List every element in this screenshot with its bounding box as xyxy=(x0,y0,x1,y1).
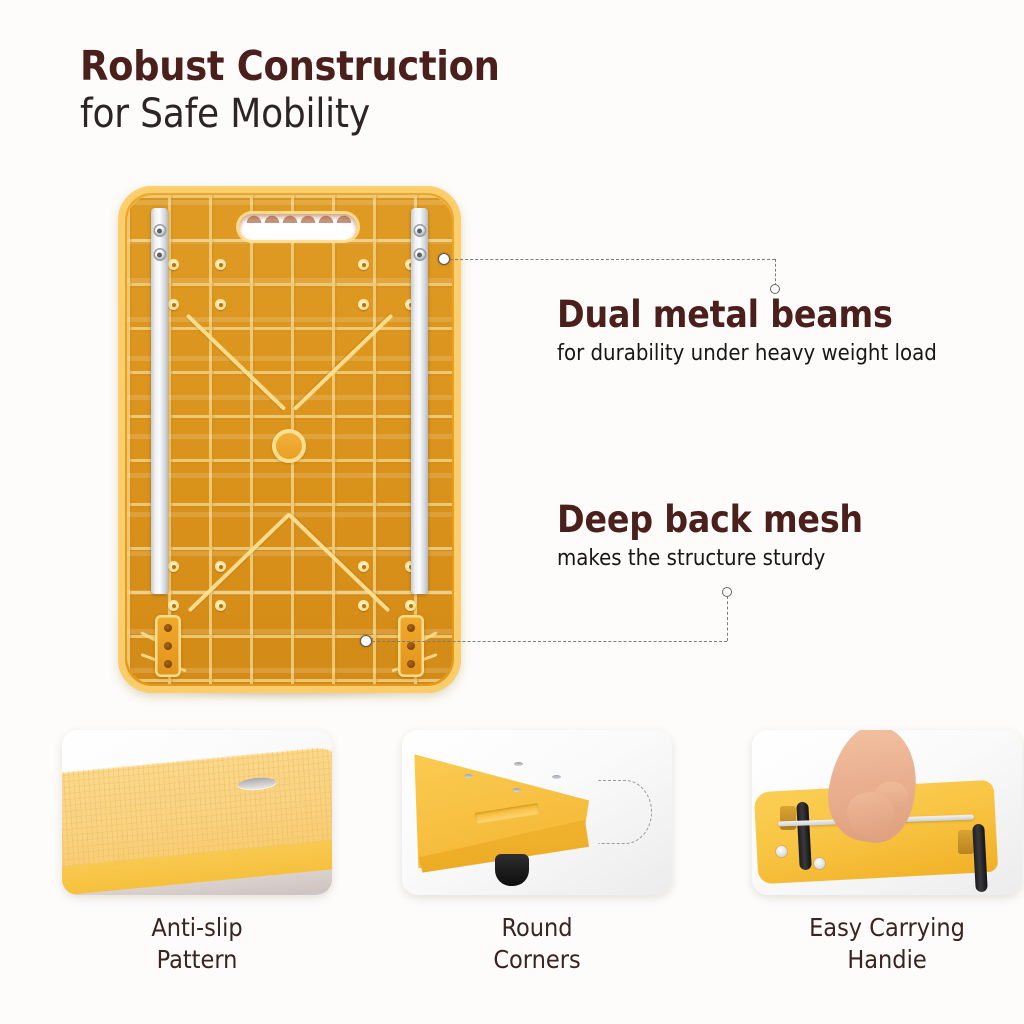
mesh-rivet xyxy=(358,299,369,310)
product-table-underside xyxy=(118,186,461,698)
mesh-rivet xyxy=(405,299,416,310)
table-stud xyxy=(776,846,787,857)
mesh-rivet xyxy=(405,259,416,270)
corner-screw xyxy=(552,775,561,779)
feature-card-row: Anti-slip Pattern Round Corners xyxy=(0,730,1024,1000)
hinge-bolt xyxy=(164,660,172,668)
mesh-rivet xyxy=(358,561,369,572)
table-frame xyxy=(118,186,461,693)
leg-bracket-right xyxy=(958,830,974,854)
card-label-line-1: Easy Carrying xyxy=(809,913,965,942)
mesh-rivet xyxy=(358,259,369,270)
metal-beam-left xyxy=(151,208,168,594)
mesh-rivet xyxy=(215,561,226,572)
feature-dual-metal-beams: Dual metal beams for durability under he… xyxy=(557,293,937,367)
headline-line-1: Robust Construction xyxy=(80,42,500,90)
beam-screw xyxy=(153,224,166,237)
table-stud xyxy=(814,858,825,869)
hinge-bolt xyxy=(164,642,172,650)
table-leg-foot xyxy=(495,854,529,886)
mesh-rivet xyxy=(168,600,179,611)
card-label-line-1: Round xyxy=(501,913,573,942)
leg-hinge-bracket-right xyxy=(398,615,424,677)
feature-card-round-corners[interactable] xyxy=(402,730,672,895)
leader-line-mesh-vertical xyxy=(727,596,728,641)
card-label-round-corners: Round Corners xyxy=(402,912,672,976)
card-label-line-2: Handie xyxy=(847,945,927,974)
corner-screw xyxy=(514,762,523,766)
hinge-bolt xyxy=(164,624,172,632)
headline-line-2: for Safe Mobility xyxy=(80,91,370,138)
dashed-arc-icon xyxy=(598,780,652,844)
leg-hinge-bracket-left xyxy=(155,615,181,677)
mesh-rivet xyxy=(215,299,226,310)
feature-subtitle: makes the structure sturdy xyxy=(557,545,826,571)
leader-line-beams-horizontal xyxy=(450,259,775,260)
card-label-carrying-handle: Easy Carrying Handie xyxy=(752,912,1022,976)
feature-subtitle: for durability under heavy weight load xyxy=(557,340,937,366)
mesh-rivet xyxy=(215,600,226,611)
back-mesh-panel xyxy=(127,195,452,684)
corner-screw xyxy=(464,774,473,778)
leader-dot-beams xyxy=(438,253,450,265)
leader-ring-mesh xyxy=(722,587,732,597)
carry-handle-cutout xyxy=(239,214,357,240)
leader-line-beams-vertical xyxy=(775,259,776,286)
card-label-line-1: Anti-slip xyxy=(151,913,243,942)
leader-dot-mesh xyxy=(360,635,372,647)
feature-title: Deep back mesh xyxy=(557,498,863,541)
corner-screw xyxy=(512,788,521,792)
beam-screw xyxy=(153,248,166,261)
handle-grip-scallops xyxy=(245,214,351,223)
hinge-bolt xyxy=(407,642,415,650)
mesh-rivet xyxy=(168,299,179,310)
beam-screw xyxy=(413,224,426,237)
mesh-rivet xyxy=(405,600,416,611)
metal-beam-right xyxy=(411,208,428,594)
feature-deep-back-mesh: Deep back mesh makes the structure sturd… xyxy=(557,498,863,572)
leg-bracket-left xyxy=(780,806,796,830)
mesh-rivet xyxy=(168,561,179,572)
leader-line-mesh-horizontal xyxy=(372,641,727,642)
card-label-anti-slip: Anti-slip Pattern xyxy=(62,912,332,976)
feature-card-anti-slip[interactable] xyxy=(62,730,332,895)
page-title: Robust Construction for Safe Mobility xyxy=(80,44,840,137)
mesh-rivet xyxy=(215,259,226,270)
feature-card-carrying-handle[interactable] xyxy=(752,730,1022,895)
feature-title: Dual metal beams xyxy=(557,293,893,336)
beam-screw xyxy=(413,248,426,261)
card-label-line-2: Pattern xyxy=(156,945,238,974)
leader-ring-beams xyxy=(770,284,780,294)
mesh-rivet xyxy=(405,561,416,572)
hinge-bolt xyxy=(407,624,415,632)
hinge-bolt xyxy=(407,660,415,668)
mesh-rivet xyxy=(358,600,369,611)
center-hub xyxy=(272,429,306,463)
card-label-line-2: Corners xyxy=(493,945,581,974)
mesh-rivet xyxy=(168,259,179,270)
